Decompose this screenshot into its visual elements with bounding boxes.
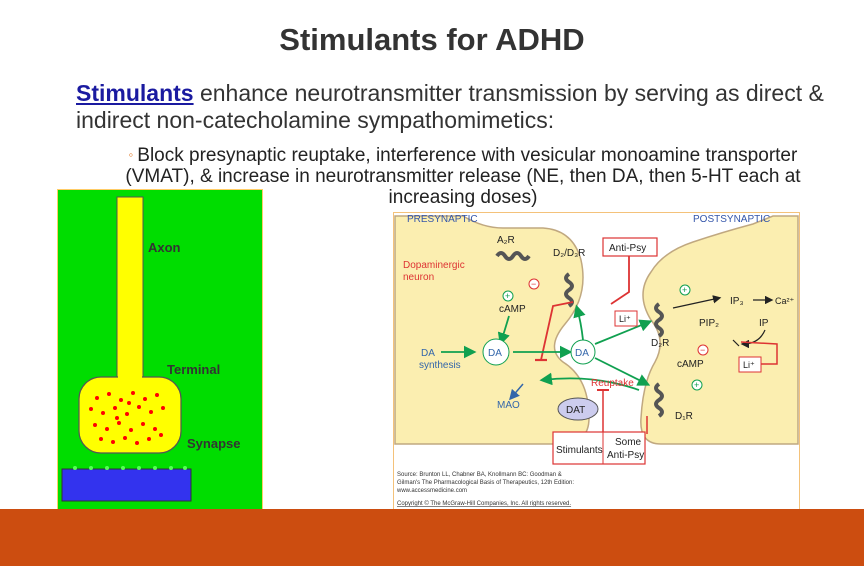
minus-icon — [528, 278, 540, 290]
anti-psy-label-bottom: Anti-Psy — [607, 450, 644, 461]
plus-icon-post — [679, 284, 691, 296]
axon-shaft — [116, 196, 144, 390]
synthesis-label: synthesis — [419, 360, 461, 371]
dat-transporter — [557, 397, 599, 421]
dopamine-synapse-diagram: PRESYNAPTIC POSTSYNAPTIC A₂R D₂/D₃R Anti… — [393, 212, 800, 510]
mao-label: MAO — [497, 400, 520, 411]
plus-icon-d1 — [691, 379, 703, 391]
source-line-3: www.accessmedicine.com — [396, 488, 467, 494]
d2d3r-receptor-icon — [564, 272, 574, 308]
ca-label: Ca²⁺ — [775, 296, 795, 306]
a2r-receptor-icon — [495, 251, 531, 261]
synaptic-da-label: DA — [575, 348, 589, 359]
ip3-label: IP₃ — [730, 296, 744, 307]
minus-icon-post — [697, 344, 709, 356]
li-inhibit-line — [740, 341, 778, 365]
axon-label: Axon — [148, 240, 181, 255]
ip-recycle-arrow — [740, 329, 766, 349]
da-to-d2r-arrow — [594, 319, 653, 345]
plus-sign-post: + — [682, 285, 687, 295]
neuron-terminal-figure: Axon Terminal Synapse — [57, 189, 263, 514]
anti-psy-label-top: Anti-Psy — [609, 243, 646, 254]
plc-arrow — [672, 295, 722, 309]
li-box-left — [614, 310, 638, 327]
li-label-right: Li⁺ — [743, 360, 755, 370]
da-synthesis-label: DA — [421, 348, 435, 359]
camp-pre-label: cAMP — [499, 304, 526, 315]
body-paragraph: Stimulants enhance neurotransmitter tran… — [76, 80, 846, 134]
copyright-line: Copyright © The McGraw-Hill Companies, I… — [397, 500, 571, 507]
vesicle-dots — [89, 391, 165, 445]
li-label-left: Li⁺ — [619, 314, 631, 324]
minus-sign-post: − — [700, 345, 705, 355]
bullet-icon: ◦ — [128, 147, 134, 162]
receptor-dots — [73, 466, 187, 470]
pip2-return-line — [732, 339, 740, 347]
vesicle-da-label: DA — [488, 348, 502, 359]
plus-sign: + — [505, 291, 510, 301]
body-rest: enhance neurotransmitter transmission by… — [76, 80, 824, 133]
source-line-1: Source: Brunton LL, Chabner BA, Knollman… — [397, 472, 562, 478]
sub-bullet: ◦Block presynaptic reuptake, interferenc… — [108, 144, 818, 208]
pip2-label: PIP₂ — [699, 318, 719, 329]
a2r-label: A₂R — [497, 235, 515, 246]
camp-post-label: cAMP — [677, 359, 704, 370]
footer-bar — [0, 509, 864, 566]
d2d3r-label: D₂/D₃R — [553, 248, 585, 259]
neuron-label: neuron — [403, 272, 434, 283]
d1r-label: D₁R — [675, 411, 693, 422]
terminal-label: Terminal — [167, 362, 220, 377]
presynaptic-label: PRESYNAPTIC — [407, 214, 478, 225]
figure-background — [57, 189, 263, 514]
plus-sign-d1: + — [694, 380, 699, 390]
mao-arrow — [509, 383, 524, 401]
anti-psy-box-top — [602, 237, 658, 257]
anti-psy-inhibit-line — [610, 256, 630, 305]
reuptake-label: Reuptake — [591, 378, 634, 389]
d1r-receptor-icon — [654, 382, 664, 418]
drug-box — [552, 431, 646, 465]
d2r-receptor-icon — [654, 302, 664, 338]
some-label: Some — [615, 437, 642, 448]
source-line-2: Gilman's The Pharmacological Basis of Th… — [397, 480, 574, 486]
plus-icon — [502, 290, 514, 302]
synapse-label: Synapse — [187, 436, 240, 451]
postsynaptic-label: POSTSYNAPTIC — [693, 214, 770, 225]
da-to-d1r-arrow — [594, 357, 651, 386]
stimulants-link[interactable]: Stimulants — [76, 80, 194, 106]
d2-inhibit-line — [540, 301, 574, 361]
ip-label: IP — [759, 318, 769, 329]
da-to-autoreceptor-arrow — [573, 304, 586, 341]
slide-title: Stimulants for ADHD — [279, 22, 585, 57]
minus-sign: − — [531, 279, 536, 289]
stimulants-box-label: Stimulants — [556, 445, 603, 456]
axon-join — [118, 375, 142, 381]
d2r-label: D₂R — [651, 338, 669, 349]
dopaminergic-label: Dopaminergic — [403, 260, 465, 271]
terminal-bulb — [78, 376, 182, 454]
vesicle-da — [482, 338, 510, 366]
dat-label: DAT — [566, 405, 585, 416]
reuptake-arrow — [539, 372, 640, 391]
postsynaptic-membrane — [61, 468, 192, 502]
sub-bullet-text: Block presynaptic reuptake, interference… — [125, 145, 801, 208]
